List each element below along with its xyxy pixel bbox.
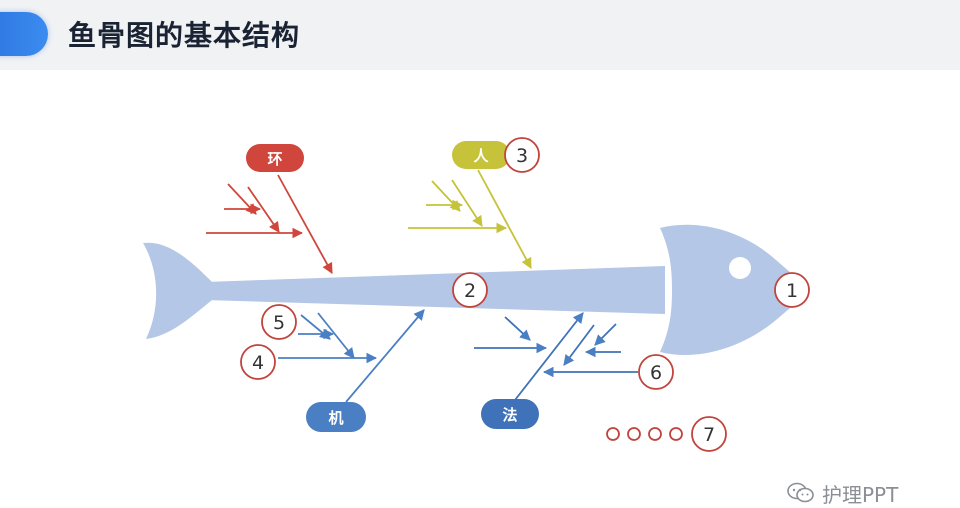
branch-method	[474, 312, 638, 401]
category-people-label: 人	[473, 147, 489, 165]
branch-environment	[206, 174, 333, 274]
marker-1-circle	[774, 272, 810, 308]
bone-machine-1	[317, 312, 355, 359]
category-people-pill	[452, 141, 510, 169]
marker-7: 7	[691, 416, 727, 452]
marker-2-circle	[452, 272, 488, 308]
page-title: 鱼骨图的基本结构	[68, 19, 301, 52]
main-bone-machine	[345, 309, 425, 403]
fish-eye	[729, 257, 751, 279]
ellipsis-circle-2	[627, 427, 641, 441]
marker-2-label: 2	[464, 280, 476, 302]
bone-people-1	[451, 179, 483, 227]
bone-method-3	[563, 324, 595, 366]
branch-machine	[278, 309, 425, 403]
marker-5-circle	[261, 304, 297, 340]
marker-1-label: 1	[786, 280, 798, 302]
bone-machine-3	[300, 314, 331, 340]
bone-method-1	[504, 316, 531, 341]
branch-people	[408, 169, 532, 269]
title-accent-pill	[0, 12, 48, 56]
category-environment-pill	[246, 144, 304, 172]
marker-4-label: 4	[252, 352, 264, 374]
bone-environment-1	[247, 186, 280, 233]
header-bar: 鱼骨图的基本结构	[0, 0, 960, 70]
marker-3-label: 3	[516, 145, 528, 167]
category-environment: 环	[246, 144, 304, 172]
category-environment-label: 环	[267, 150, 282, 168]
marker-5-label: 5	[273, 312, 285, 334]
marker-3: 3	[504, 137, 540, 173]
ellipsis-circle-1	[606, 427, 620, 441]
marker-6: 6	[638, 354, 674, 390]
category-method-label: 法	[502, 406, 517, 424]
marker-7-label: 7	[703, 424, 715, 446]
wechat-icon	[787, 482, 814, 503]
marker-4-circle	[240, 344, 276, 380]
marker-3-circle	[504, 137, 540, 173]
category-machine: 机	[306, 402, 366, 432]
marker-6-circle	[638, 354, 674, 390]
category-machine-label: 机	[328, 409, 343, 427]
category-method: 法	[481, 399, 539, 429]
marker-6-label: 6	[650, 362, 662, 384]
ellipsis-circle-3	[648, 427, 662, 441]
watermark-text: 护理PPT	[822, 482, 899, 507]
category-machine-pill	[306, 402, 366, 432]
main-bone-method	[514, 312, 584, 401]
category-method-pill	[481, 399, 539, 429]
ellipsis-circles	[606, 427, 683, 441]
fish-spine	[205, 266, 665, 314]
main-bone-people	[477, 169, 532, 269]
marker-5: 5	[261, 304, 297, 340]
fish-head	[660, 224, 810, 356]
category-people: 人	[452, 141, 510, 169]
marker-1: 1	[774, 272, 810, 308]
marker-7-circle	[691, 416, 727, 452]
fish-shape	[143, 224, 810, 356]
ellipsis-circle-4	[669, 427, 683, 441]
bone-method-4	[594, 323, 617, 346]
fish-tail	[143, 242, 212, 339]
main-bone-environment	[277, 174, 333, 274]
watermark: 护理PPT	[786, 480, 899, 507]
marker-2: 2	[452, 272, 488, 308]
marker-4: 4	[240, 344, 276, 380]
